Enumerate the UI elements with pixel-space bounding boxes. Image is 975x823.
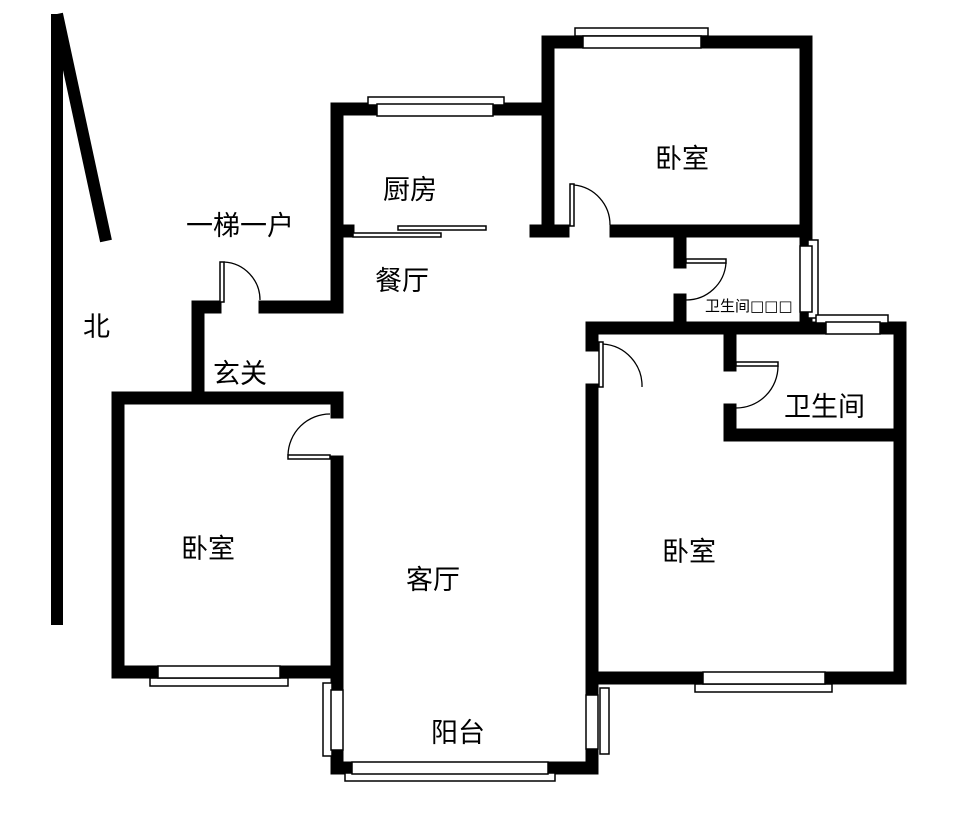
balcony-label: 阳台 bbox=[431, 718, 485, 749]
dining-label: 餐厅 bbox=[375, 266, 429, 297]
windows bbox=[149, 27, 889, 782]
entry-label: 玄关 bbox=[213, 359, 267, 390]
living-room-label: 客厅 bbox=[406, 565, 460, 596]
building-type-label: 一梯一户 bbox=[186, 211, 294, 242]
bedroom-north-label: 卧室 bbox=[655, 144, 709, 175]
bedroom-east-label: 卧室 bbox=[662, 537, 716, 568]
bedroom-west-label: 卧室 bbox=[181, 534, 235, 565]
north-arrow-icon bbox=[51, 12, 112, 625]
walls bbox=[111, 35, 907, 775]
kitchen-label: 厨房 bbox=[383, 175, 437, 206]
bathroom-small-label: 卫生间□□□ bbox=[705, 297, 793, 315]
doors bbox=[219, 183, 779, 460]
bathroom-main-label: 卫生间 bbox=[784, 392, 865, 423]
north-label: 北 bbox=[83, 312, 110, 343]
